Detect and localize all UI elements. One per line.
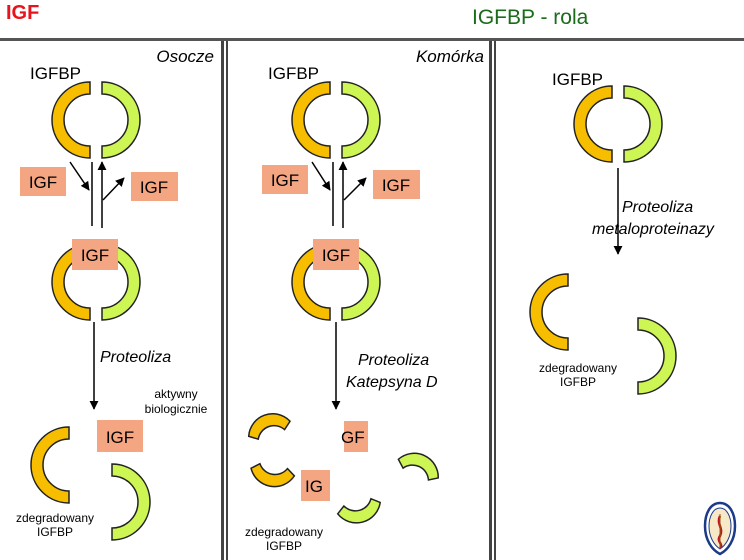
- igfbp-half-orange: [291, 243, 331, 321]
- igfbp-half-green: [101, 243, 141, 321]
- igf-fragment-box-1: [344, 421, 368, 452]
- igf-box-right: [131, 172, 178, 201]
- igf-bound-box: [72, 239, 118, 270]
- process-label-plasma: Proteoliza: [100, 349, 171, 366]
- university-seal-logo: [703, 501, 737, 556]
- panel-divider-1b: [226, 41, 228, 560]
- panel-cell-igfbp-label: IGFBP: [268, 64, 319, 83]
- process-label-cell-line1: Proteoliza: [358, 352, 429, 369]
- igf-bound-label: IGF: [81, 246, 109, 265]
- panel-divider-1a: [221, 41, 224, 560]
- degraded-label-line1-mmp: zdegradowany: [539, 361, 617, 375]
- igfbp-half-orange: [573, 85, 613, 163]
- igf-free-box: [97, 420, 143, 452]
- igf-box-left-cell-label: IGF: [271, 171, 299, 190]
- panel-divider-2b: [494, 41, 496, 560]
- degraded-label-line2-cell: IGFBP: [266, 539, 302, 553]
- igf-fragment-label-2: IG: [305, 477, 323, 496]
- degraded-label-line1-cell: zdegradowany: [245, 525, 323, 539]
- note-line1: aktywny: [154, 387, 197, 401]
- igf-bound-label-cell: IGF: [322, 246, 350, 265]
- igf-box-left-cell: [262, 165, 308, 194]
- arrow-igf-in-cell: [311, 161, 331, 191]
- igfbp-complex-top-plasma: [51, 81, 141, 159]
- igfbp-igf-complex-plasma: [51, 243, 141, 321]
- igf-box-right-cell-label: IGF: [382, 176, 410, 195]
- header-divider: [0, 38, 744, 41]
- fragment-green-right: [397, 452, 439, 481]
- degraded-label-line1-plasma: zdegradowany: [16, 511, 94, 525]
- panel-mmp-igfbp-label: IGFBP: [552, 70, 603, 89]
- header-left-title: IGF: [6, 2, 40, 24]
- igfbp-complex-top-cell: [291, 81, 381, 159]
- arrow-igf-out: [102, 177, 125, 201]
- igfbp-half-green: [341, 81, 381, 159]
- igfbp-half-green: [341, 243, 381, 321]
- degraded-label-line2-mmp: IGFBP: [560, 375, 596, 389]
- fragment-orange-bottom: [250, 462, 296, 488]
- igfbp-igf-complex-cell: [291, 243, 381, 321]
- note-line2: biologicznie: [145, 402, 208, 416]
- panel-cell-title: Komórka: [416, 47, 484, 66]
- panel-divider-2a: [489, 41, 492, 560]
- igf-bound-box-cell: [313, 239, 359, 270]
- fragment-orange-top: [247, 413, 291, 441]
- igfbp-half-orange: [51, 243, 91, 321]
- igf-fragment-label-1: GF: [341, 428, 365, 447]
- process-label-mmp-line2: metaloproteinazy: [592, 221, 715, 238]
- degraded-fragment-orange-mmp: [529, 273, 569, 351]
- panel-mmp: IGFBP Proteoliza metaloproteinazy zdegra…: [529, 70, 715, 395]
- igf-box-right-cell: [373, 170, 420, 199]
- panel-cell: Komórka IGFBP IGF IGF IGF Proteoliza Kat…: [245, 47, 484, 553]
- process-label-mmp-line1: Proteoliza: [622, 199, 693, 216]
- igf-box-right-label: IGF: [140, 178, 168, 197]
- degraded-fragment-green-mmp: [637, 317, 677, 395]
- arrow-igf-out-cell: [343, 177, 367, 201]
- fragment-green-bottom: [336, 497, 382, 524]
- degraded-fragment-green-plasma: [111, 463, 151, 541]
- igfbp-half-green: [101, 81, 141, 159]
- header-right-title: IGFBP - rola: [472, 6, 589, 29]
- igfbp-half-green: [623, 85, 663, 163]
- igf-box-left: [20, 167, 66, 196]
- process-label-cell-line2: Katepsyna D: [346, 374, 438, 391]
- igfbp-half-orange: [291, 81, 331, 159]
- panel-plasma-title: Osocze: [156, 47, 214, 66]
- igfbp-complex-mmp: [573, 85, 663, 163]
- arrow-igf-in: [69, 161, 90, 191]
- degraded-label-line2-plasma: IGFBP: [37, 525, 73, 539]
- panel-plasma: Osocze IGFBP IGF IGF IGF Proteoliza akty…: [16, 47, 214, 541]
- igf-box-left-label: IGF: [29, 173, 57, 192]
- igfbp-half-orange: [51, 81, 91, 159]
- igf-free-label: IGF: [106, 428, 134, 447]
- panel-plasma-igfbp-label: IGFBP: [30, 64, 81, 83]
- degraded-fragment-orange-plasma: [30, 426, 70, 504]
- igf-fragment-box-2: [301, 470, 330, 501]
